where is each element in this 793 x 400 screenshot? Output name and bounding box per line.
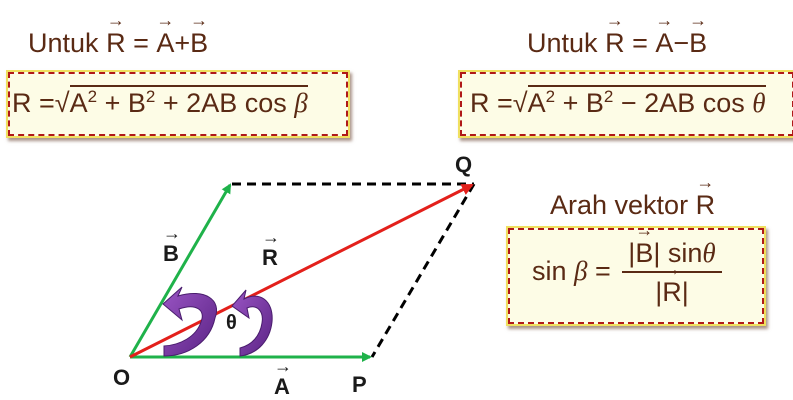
cos-term: + 2AB cos: [162, 88, 287, 118]
equals-sign: =: [133, 28, 149, 58]
term-b: B: [127, 88, 146, 118]
vector-b-symbol: B: [689, 11, 707, 59]
formula-direction: sin β = |B| sinθ |R|: [532, 221, 726, 308]
vector-r-symbol: R: [662, 260, 682, 308]
vector-a-symbol: A: [274, 357, 290, 400]
formula-diff: R =√A2 + B2 − 2AB cos θ: [470, 85, 766, 119]
formula-lhs: R =: [12, 88, 55, 118]
vector-r-symbol: R: [605, 11, 625, 59]
formula-diff-box: [460, 72, 793, 136]
term-a: A: [527, 88, 546, 118]
label-point-p: P: [352, 372, 367, 397]
exponent-b: 2: [603, 87, 614, 106]
plus-sign: +: [562, 88, 579, 118]
label-vector-b: B: [163, 224, 179, 267]
plus-sign: +: [104, 88, 121, 118]
angle-arc-theta: [231, 289, 273, 357]
angle-theta: θ: [702, 238, 716, 268]
equals-sign: =: [595, 256, 611, 287]
exponent-a: 2: [87, 87, 98, 106]
vector-b-symbol: B: [163, 224, 179, 267]
vector-r-symbol: R: [262, 228, 278, 271]
left-heading: Untuk R = A+B: [28, 11, 208, 59]
right-heading: Untuk R = A−B: [527, 11, 707, 59]
term-b: B: [585, 88, 604, 118]
term-a: A: [69, 88, 88, 118]
vector-b-arrow: [128, 183, 232, 358]
sqrt-sign: √: [54, 88, 70, 118]
formula-lhs: R =: [470, 88, 513, 118]
direction-heading: Arah vektor R: [550, 173, 716, 221]
vector-r-symbol: R: [696, 173, 716, 221]
exponent-b: 2: [145, 87, 156, 106]
vector-r-symbol: R: [106, 11, 126, 59]
heading-prefix: Untuk: [28, 28, 99, 58]
radicand: A2 + B2 − 2AB cos θ: [527, 85, 766, 118]
plus-sign: +: [174, 28, 191, 58]
label-angle-theta: θ: [226, 312, 237, 334]
fraction-denominator: |R|: [655, 260, 689, 308]
label-vector-a: A: [274, 357, 290, 400]
vector-b-symbol: B: [190, 11, 208, 59]
angle-theta: θ: [752, 88, 766, 118]
formula-sum: R =√A2 + B2 + 2AB cos β: [12, 85, 308, 119]
vector-a-symbol: A: [655, 11, 673, 59]
label-point-q: Q: [455, 152, 473, 177]
radicand: A2 + B2 + 2AB cos β: [69, 85, 308, 118]
angle-beta: β: [294, 88, 308, 118]
dashed-side-right: [370, 183, 476, 358]
sqrt-sign: √: [512, 88, 528, 118]
vector-r-arrow: [129, 183, 474, 359]
equals-sign: =: [632, 28, 648, 58]
cos-term: − 2AB cos: [620, 88, 745, 118]
sin-label: sin: [532, 256, 567, 287]
fraction: |B| sinθ |R|: [622, 221, 722, 308]
direction-heading-text: Arah vektor: [550, 190, 689, 220]
heading-prefix: Untuk: [527, 28, 598, 58]
exponent-a: 2: [545, 87, 556, 106]
formula-sum-box: [8, 72, 348, 136]
label-point-o: O: [113, 365, 131, 390]
angle-beta: β: [574, 256, 588, 287]
vector-b-symbol: B: [635, 221, 653, 269]
label-vector-r: R: [262, 228, 278, 271]
vector-a-symbol: A: [156, 11, 174, 59]
minus-sign: −: [673, 28, 690, 58]
angle-arc-beta: [162, 286, 217, 357]
